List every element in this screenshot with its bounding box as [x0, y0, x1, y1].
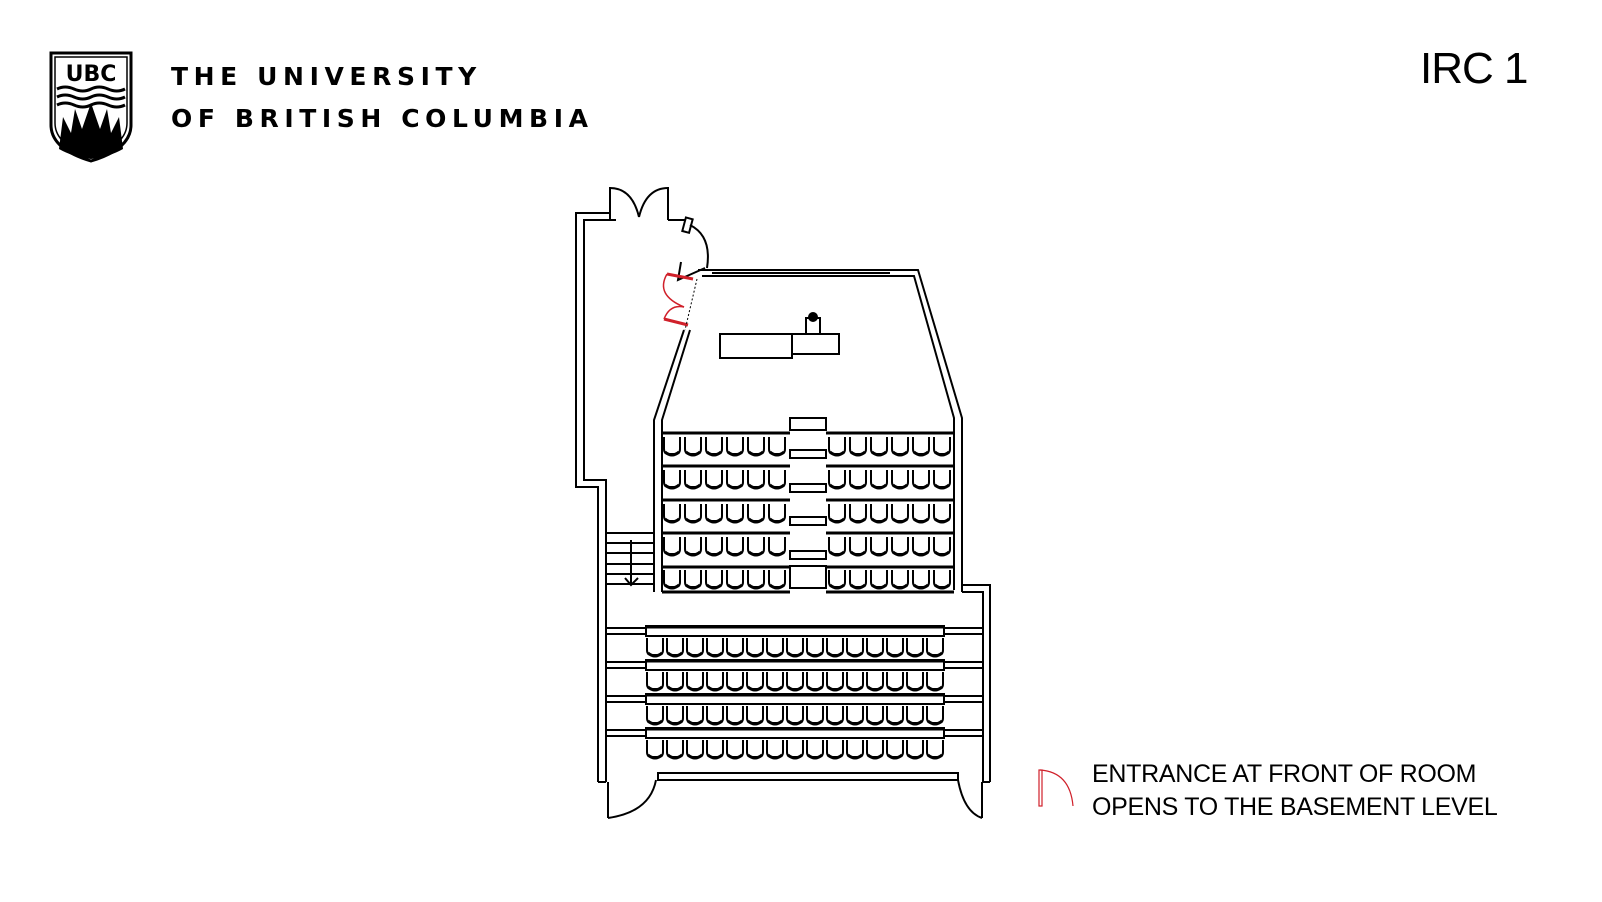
lower-seating [606, 625, 983, 760]
university-name-line2: OF BRITISH COLUMBIA [171, 104, 594, 133]
top-double-doors [609, 187, 709, 282]
bottom-exit-doors [607, 772, 983, 819]
ubc-crest-logo: UBC [49, 51, 133, 163]
stairs-down [606, 532, 654, 587]
lower-room-walls [962, 584, 991, 783]
entrance-doors-red [662, 272, 694, 327]
university-name-line1: THE UNIVERSITY [171, 62, 482, 91]
upper-room-walls [653, 269, 963, 592]
room-code: IRC 1 [1420, 44, 1528, 93]
corridor-walls [575, 212, 616, 783]
legend-line2: OPENS TO THE BASEMENT LEVEL [1092, 793, 1498, 821]
legend-line1: ENTRANCE AT FRONT OF ROOM [1092, 760, 1477, 788]
svg-text:UBC: UBC [66, 62, 117, 87]
university-name: THE UNIVERSITY OF BRITISH COLUMBIA [171, 56, 594, 140]
lectern-desk [719, 312, 840, 359]
entrance-door-icon [1038, 769, 1074, 807]
upper-seating [662, 417, 954, 594]
